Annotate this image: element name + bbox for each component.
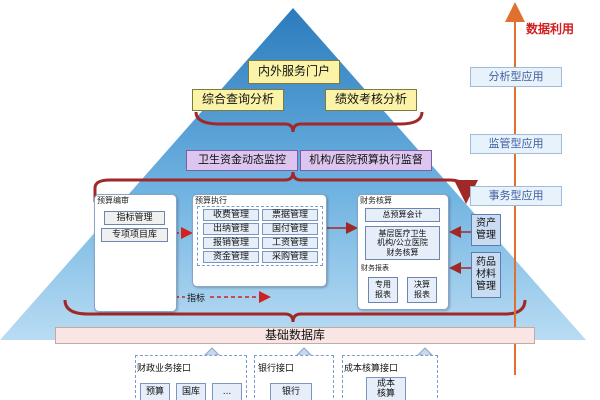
query-analysis-box: 综合查询分析 bbox=[192, 89, 284, 111]
budget-supervision-box: 机构/医院预算执行监督 bbox=[300, 150, 432, 171]
final-report-box: 决算 报表 bbox=[407, 277, 437, 303]
fund-monitor-box: 卫生资金动态监控 bbox=[186, 150, 298, 171]
performance-analysis-box: 绩效考核分析 bbox=[325, 89, 417, 111]
performance-analysis-label: 绩效考核分析 bbox=[334, 92, 407, 107]
fund-monitor-label: 卫生资金动态监控 bbox=[198, 153, 286, 167]
grassroots-accounting-label: 基层医疗卫生 机构/公立医院 财务核算 bbox=[377, 228, 428, 257]
query-analysis-label: 综合查询分析 bbox=[201, 92, 274, 107]
drug-mgmt-label: 药品 材料 管理 bbox=[476, 257, 496, 292]
bank-item: 银行 bbox=[270, 383, 312, 400]
base-database-bar: 基础数据库 bbox=[55, 327, 535, 344]
finance-item: 国库 bbox=[176, 383, 206, 400]
tag-transaction: 事务型应用 bbox=[470, 186, 562, 206]
exec-cell: 票据管理 bbox=[262, 209, 318, 221]
cost-item-label: 成本 核算 bbox=[376, 378, 395, 399]
indicator-mgmt-box: 指标管理 bbox=[104, 211, 165, 225]
budget-supervision-label: 机构/医院预算执行监督 bbox=[309, 153, 423, 167]
tag-supervision: 监管型应用 bbox=[470, 134, 562, 154]
portal-label: 内外服务门户 bbox=[257, 64, 330, 79]
total-ledger-box: 总预算会计 bbox=[365, 208, 440, 222]
special-report-box: 专用 报表 bbox=[368, 277, 398, 303]
accounting-title: 财务核算 bbox=[360, 196, 392, 205]
tag-analysis: 分析型应用 bbox=[470, 67, 562, 87]
cost-interface-title: 成本核算接口 bbox=[344, 364, 399, 374]
grassroots-accounting-box: 基层医疗卫生 机构/公立医院 财务核算 bbox=[365, 226, 440, 260]
exec-cell: 收费管理 bbox=[203, 209, 259, 221]
cost-item: 成本 核算 bbox=[366, 377, 406, 400]
bank-interface-title: 银行接口 bbox=[258, 364, 295, 374]
exec-cell: 工资管理 bbox=[262, 237, 318, 249]
exec-cell: 资金管理 bbox=[203, 251, 259, 263]
special-report-label: 专用 报表 bbox=[375, 280, 391, 299]
budget-exec-title: 预算执行 bbox=[195, 196, 227, 205]
indicator-label: 指标 bbox=[187, 294, 206, 304]
asset-mgmt-label: 资产 管理 bbox=[476, 218, 496, 241]
exec-cell: 报销管理 bbox=[203, 237, 259, 249]
reports-title: 财务报表 bbox=[361, 264, 389, 272]
project-library-label: 专项项目库 bbox=[111, 229, 157, 240]
budget-prep-title: 预算编审 bbox=[97, 196, 129, 205]
bottom-brace bbox=[63, 299, 527, 323]
exec-cell: 采购管理 bbox=[262, 251, 318, 263]
exec-cell: 国付管理 bbox=[262, 223, 318, 235]
asset-mgmt-box: 资产 管理 bbox=[471, 214, 501, 246]
data-use-label: 数据利用 bbox=[526, 22, 575, 36]
total-ledger-label: 总预算会计 bbox=[382, 210, 423, 220]
project-library-box: 专项项目库 bbox=[101, 228, 168, 242]
upper-brace bbox=[194, 111, 424, 133]
drug-mgmt-box: 药品 材料 管理 bbox=[471, 252, 501, 298]
final-report-label: 决算 报表 bbox=[414, 280, 430, 299]
portal-box: 内外服务门户 bbox=[248, 60, 340, 84]
base-database-label: 基础数据库 bbox=[264, 327, 325, 342]
indicator-mgmt-label: 指标管理 bbox=[116, 212, 153, 223]
finance-item: ... bbox=[212, 383, 242, 400]
finance-item: 预算 bbox=[140, 383, 170, 400]
exec-cell: 出纳管理 bbox=[203, 223, 259, 235]
finance-interface-title: 财政业务接口 bbox=[137, 364, 192, 374]
